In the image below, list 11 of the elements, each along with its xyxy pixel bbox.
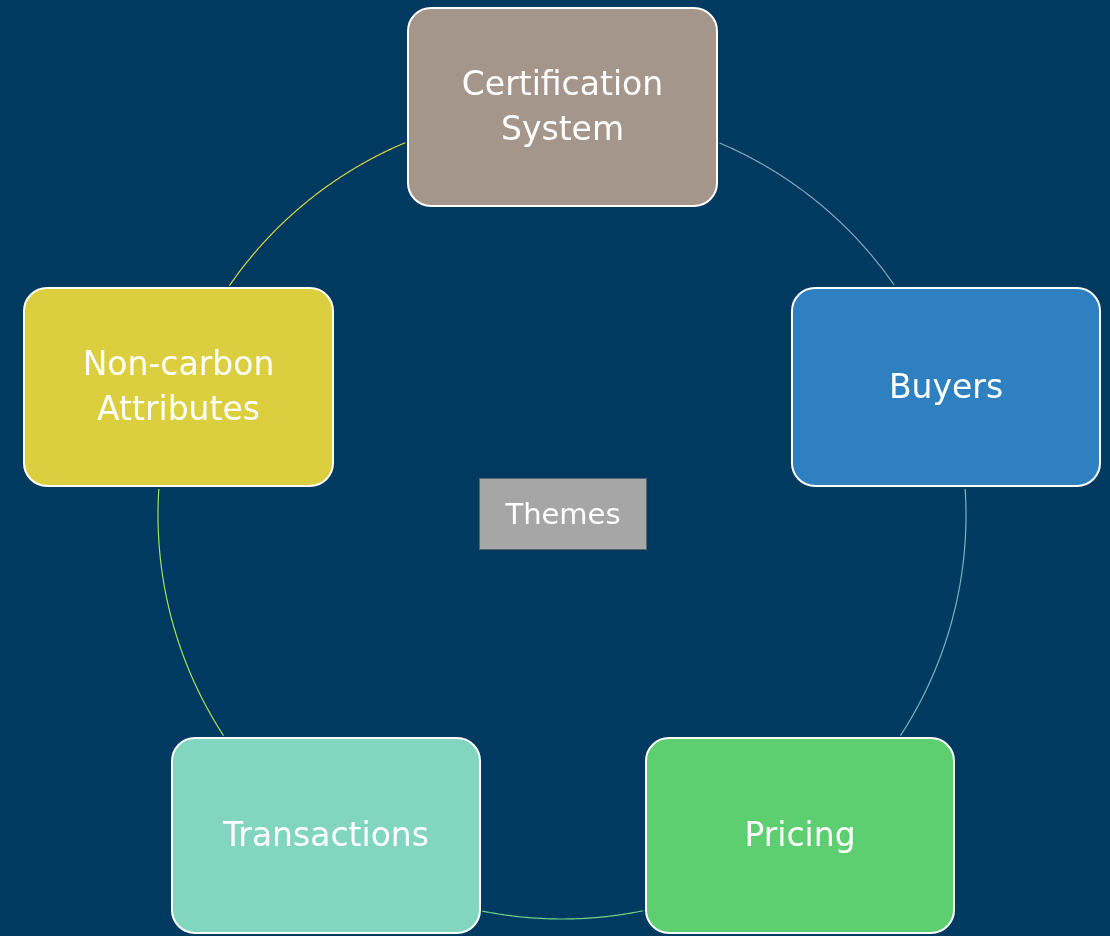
- theme-box: Pricing: [645, 737, 955, 934]
- center-label-box: Themes: [479, 478, 647, 550]
- connector-arc: [481, 910, 644, 920]
- connector-arc: [228, 142, 406, 287]
- theme-box: Transactions: [171, 737, 481, 934]
- theme-box: Buyers: [791, 287, 1101, 487]
- theme-box: Certification System: [407, 7, 718, 207]
- connector-arc: [899, 488, 967, 737]
- theme-box: Non-carbon Attributes: [23, 287, 334, 487]
- connector-arc: [157, 488, 225, 737]
- connector-arc: [718, 142, 895, 286]
